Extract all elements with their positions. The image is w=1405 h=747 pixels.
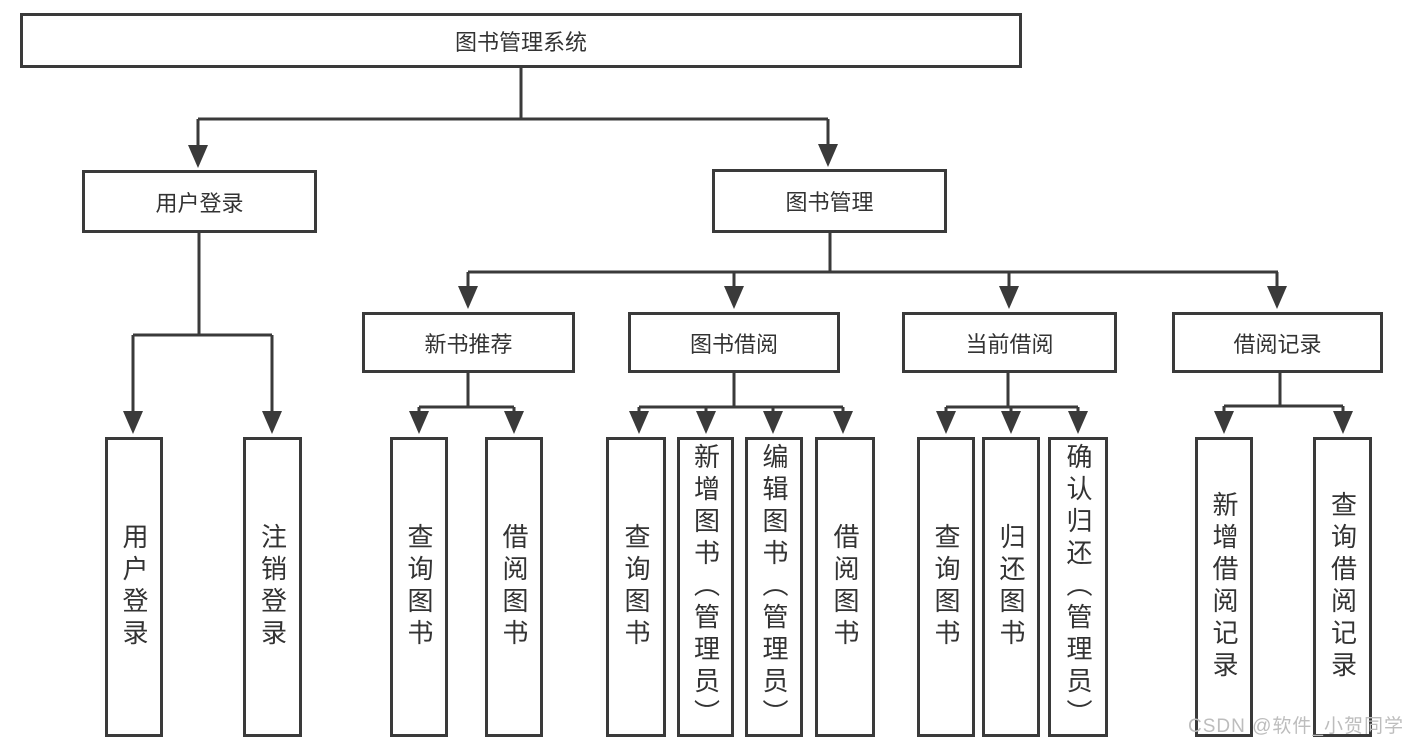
node-current-borrow: 当前借阅 xyxy=(902,312,1117,373)
node-book-management: 图书管理 xyxy=(712,169,947,233)
arrowhead xyxy=(458,286,478,309)
arrowhead xyxy=(833,411,853,434)
arrowhead xyxy=(188,145,208,168)
leaf-logout: 注销登录 xyxy=(243,437,302,737)
leaf-query-borrow-record: 查询借阅记录 xyxy=(1313,437,1372,737)
node-user-login-branch: 用户登录 xyxy=(82,170,317,233)
leaf-query-books-recommend: 查询图书 xyxy=(390,437,448,737)
node-borrow-records: 借阅记录 xyxy=(1172,312,1383,373)
leaf-confirm-return-admin: 确认归还（管理员） xyxy=(1048,437,1108,737)
arrowhead xyxy=(763,411,783,434)
watermark: CSDN @软件_小贺同学 xyxy=(1188,716,1404,737)
arrowhead xyxy=(1333,411,1353,434)
arrowhead xyxy=(999,286,1019,309)
arrowhead xyxy=(1001,411,1021,434)
edge-book-management xyxy=(466,233,1279,288)
edge-borrow-records xyxy=(1222,373,1345,413)
edge-current-borrow xyxy=(944,373,1080,413)
arrowhead xyxy=(1214,411,1234,434)
arrowhead xyxy=(123,411,143,434)
leaf-user-login: 用户登录 xyxy=(105,437,163,737)
leaf-borrow-books-borrow: 借阅图书 xyxy=(815,437,875,737)
leaf-add-borrow-record: 新增借阅记录 xyxy=(1195,437,1253,737)
node-book-borrow: 图书借阅 xyxy=(628,312,840,373)
arrowhead xyxy=(629,411,649,434)
leaf-edit-book-admin: 编辑图书（管理员） xyxy=(745,437,803,737)
leaf-query-books-current: 查询图书 xyxy=(917,437,975,737)
arrowhead xyxy=(936,411,956,434)
arrowhead xyxy=(409,411,429,434)
leaf-query-books-borrow: 查询图书 xyxy=(606,437,666,737)
edge-book-borrow xyxy=(637,373,845,413)
edge-root xyxy=(196,68,830,150)
leaf-add-book-admin: 新增图书（管理员） xyxy=(677,437,734,737)
arrowhead xyxy=(696,411,716,434)
edge-user-login xyxy=(131,233,274,413)
leaf-return-book: 归还图书 xyxy=(982,437,1040,737)
edge-new-book-recommend xyxy=(417,373,516,413)
arrowhead xyxy=(1267,286,1287,309)
arrowhead xyxy=(724,286,744,309)
leaf-borrow-books-recommend: 借阅图书 xyxy=(485,437,543,737)
node-new-book-recommend: 新书推荐 xyxy=(362,312,575,373)
node-library-system: 图书管理系统 xyxy=(20,13,1022,68)
arrowhead xyxy=(262,411,282,434)
arrowhead xyxy=(818,144,838,167)
arrowhead xyxy=(1068,411,1088,434)
arrowhead xyxy=(504,411,524,434)
